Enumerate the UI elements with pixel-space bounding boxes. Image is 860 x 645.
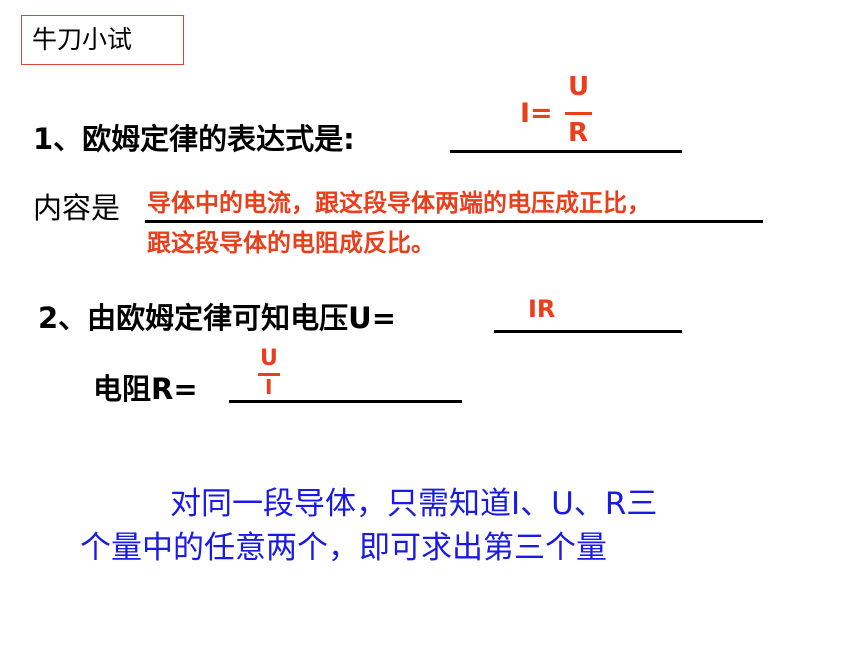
- q1-content-label: 内容是: [33, 191, 121, 225]
- note-line2: 个量中的任意两个，即可求出第三个量: [80, 530, 607, 566]
- q1-fraction-bar: [565, 112, 592, 115]
- q1-answer-denominator: R: [568, 118, 589, 148]
- q2-label: 2、由欧姆定律可知电压U=: [38, 301, 397, 335]
- q2-resistance-blank: [229, 400, 462, 403]
- q1-answer-blank: [450, 150, 682, 153]
- q2-voltage-answer: IR: [528, 295, 556, 323]
- q1-content-answer-line2: 跟这段导体的电阻成反比。: [147, 229, 435, 257]
- q2-fraction-bar: [258, 373, 280, 376]
- q2-resistance-numerator: U: [260, 346, 278, 371]
- note-line1: 对同一段导体，只需知道I、U、R三: [170, 486, 658, 522]
- q2-resistance-label: 电阻R=: [93, 372, 198, 406]
- title-box: 牛刀小试: [21, 15, 184, 65]
- q1-content-blank: [145, 220, 763, 223]
- q1-content-answer-line1: 导体中的电流，跟这段导体两端的电压成正比，: [147, 189, 651, 217]
- q1-label: 1、欧姆定律的表达式是:: [33, 122, 355, 156]
- q1-answer-lhs: I=: [520, 98, 553, 129]
- title: 牛刀小试: [32, 25, 133, 54]
- q2-resistance-denominator: I: [265, 375, 273, 399]
- q2-voltage-blank: [494, 330, 682, 333]
- q1-answer-numerator: U: [568, 72, 590, 102]
